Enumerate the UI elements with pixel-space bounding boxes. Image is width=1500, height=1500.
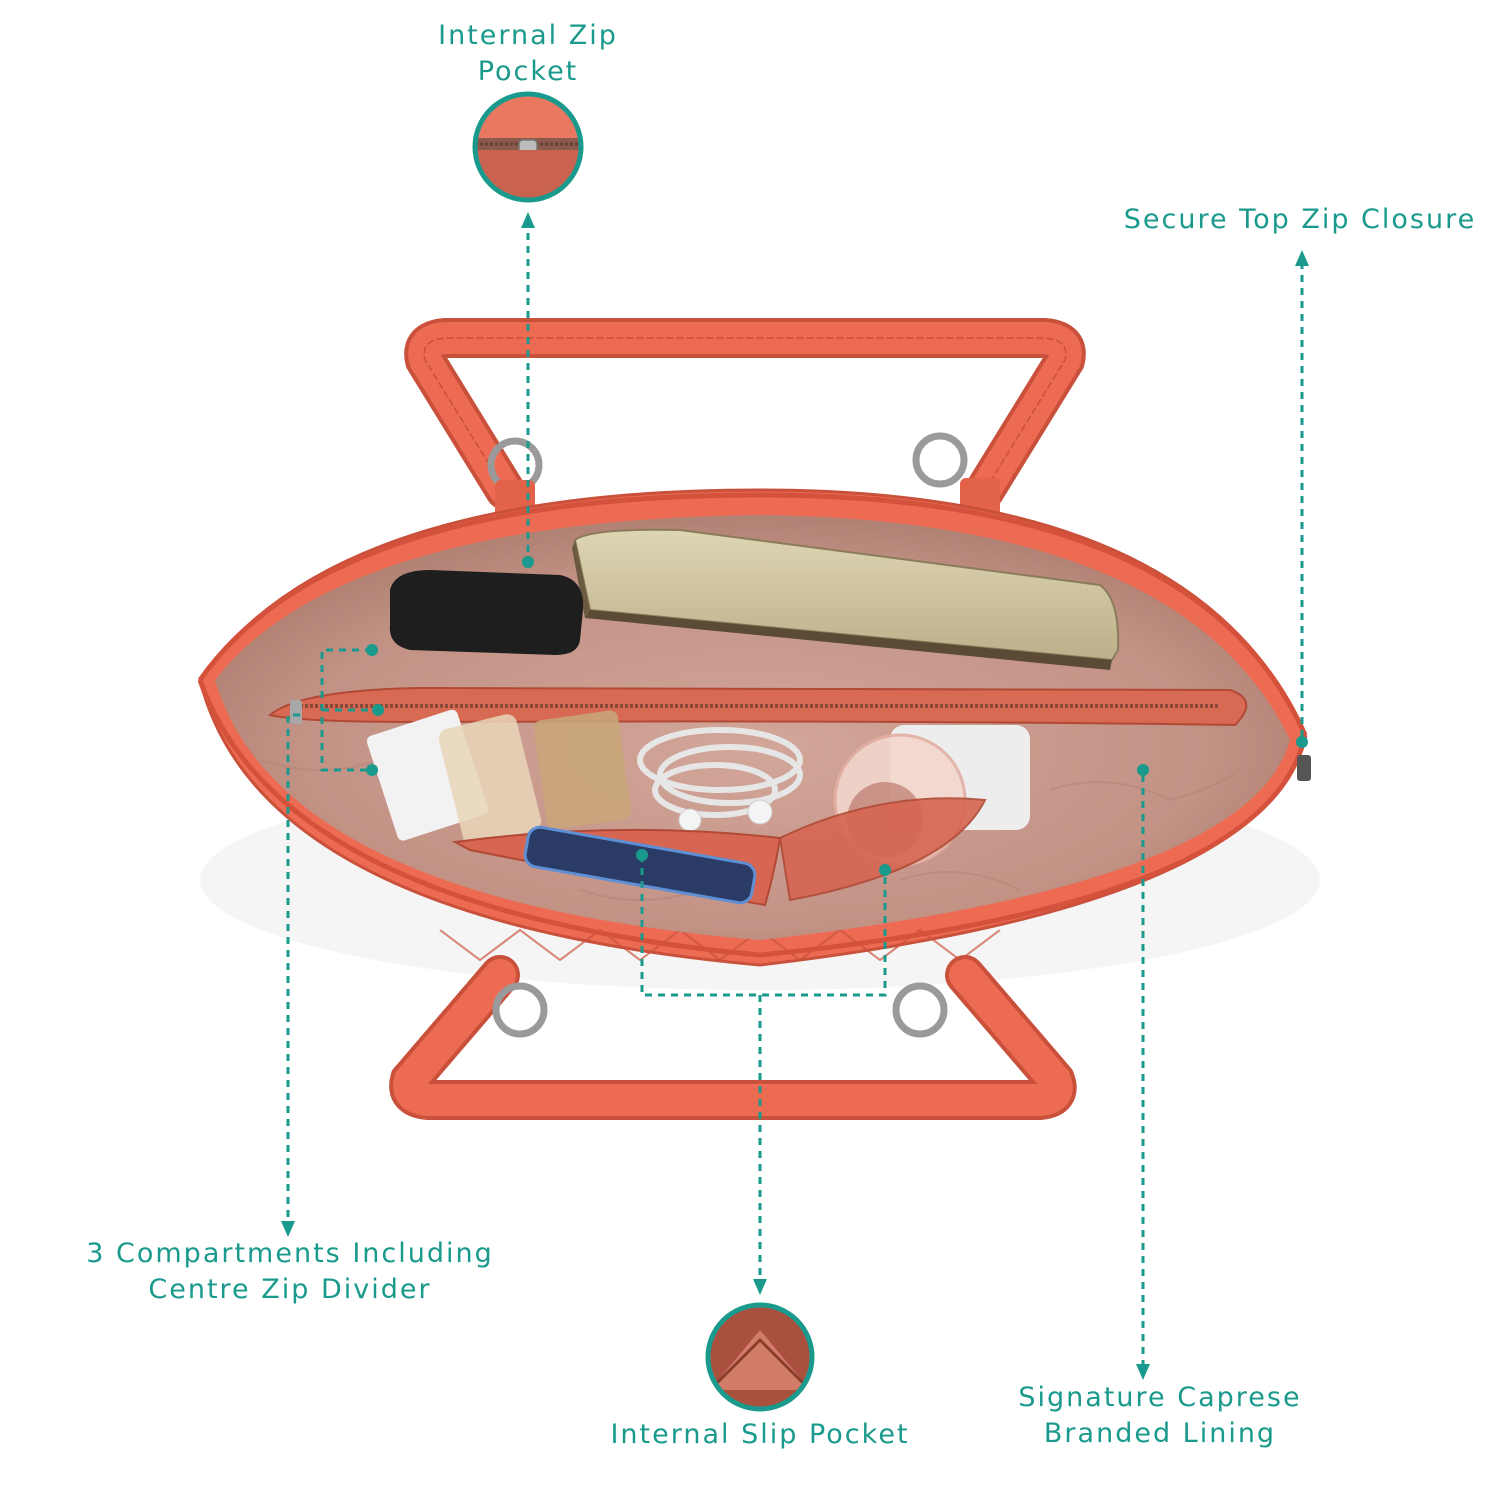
internal-slip-pocket-inset	[705, 1302, 815, 1412]
internal-zip-pocket-line1: Internal Zip	[438, 20, 618, 51]
internal-zip-pocket-line2: Pocket	[477, 56, 579, 87]
zip-pull	[290, 700, 302, 724]
top-zip-pull	[1297, 755, 1311, 781]
earbud	[747, 799, 773, 825]
internal-zip-pocket-inset	[472, 91, 584, 203]
phone	[523, 825, 757, 905]
slip-pocket-right	[778, 797, 987, 902]
ring	[492, 982, 548, 1038]
book	[572, 528, 1120, 670]
compartments-label: 3 Compartments Including Centre Zip Divi…	[60, 1236, 520, 1308]
arrow-heads	[281, 212, 1309, 1380]
branded-lining-line2: Branded Lining	[1043, 1418, 1277, 1449]
internal-slip-pocket-line1: Internal Slip Pocket	[610, 1419, 910, 1450]
black-wallet	[389, 570, 584, 655]
branded-lining-label: Signature Caprese Branded Lining	[1000, 1380, 1320, 1452]
internal-slip-pocket-label: Internal Slip Pocket	[580, 1417, 940, 1453]
top-handle	[404, 318, 1086, 510]
quilted-pattern	[439, 928, 1001, 962]
zip-divider	[267, 686, 1248, 727]
internal-zip-pocket-label: Internal Zip Pocket	[418, 18, 638, 90]
soap-bar	[533, 710, 632, 830]
secure-top-zip-line1: Secure Top Zip Closure	[1123, 204, 1477, 235]
top-zip-bottom	[197, 679, 1308, 958]
perfume-bottle	[438, 714, 542, 846]
earbud	[678, 808, 702, 832]
branded-lining-line1: Signature Caprese	[1018, 1382, 1302, 1413]
compartments-line2: Centre Zip Divider	[148, 1274, 432, 1305]
top-zip	[197, 492, 1308, 737]
anchor-dots	[366, 556, 1308, 876]
ring	[892, 982, 948, 1038]
earphones-cable	[637, 727, 803, 818]
ring	[912, 432, 968, 488]
leader-lines	[286, 220, 1304, 1368]
secure-top-zip-label: Secure Top Zip Closure	[1110, 202, 1490, 238]
compartments-line1: 3 Compartments Including	[86, 1238, 494, 1269]
bottom-handle	[389, 955, 1077, 1120]
